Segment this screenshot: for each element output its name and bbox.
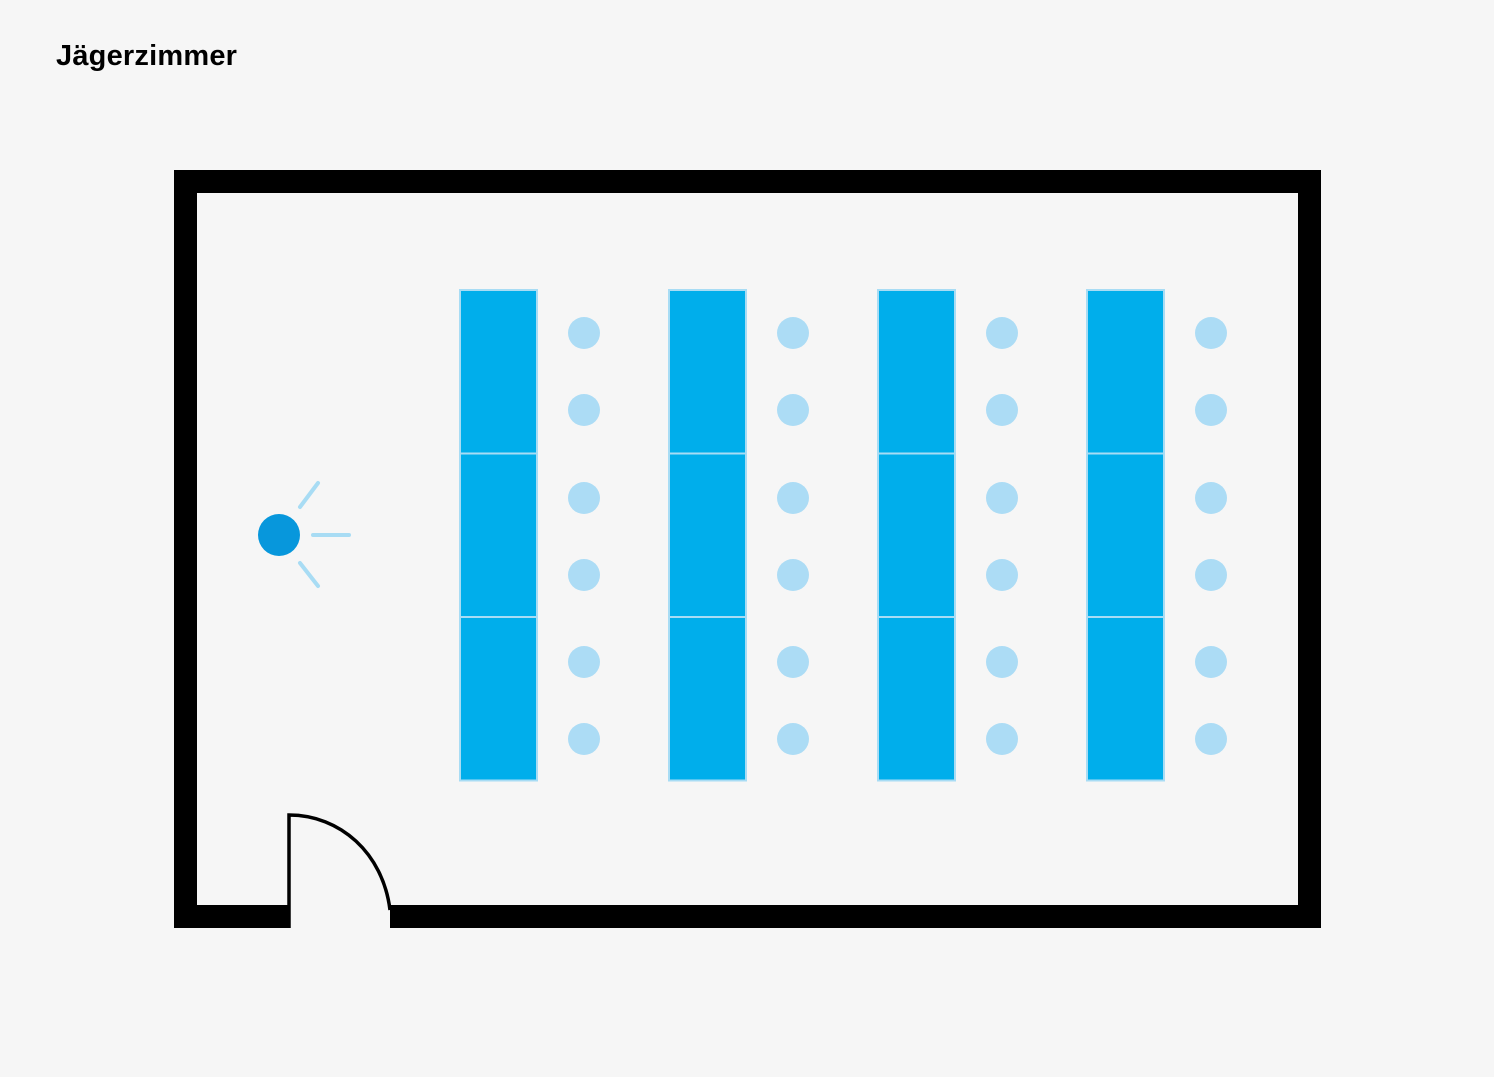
chair-icon (1195, 394, 1227, 426)
chair-icon (777, 394, 809, 426)
chair-icon (568, 394, 600, 426)
chair-icon (1195, 482, 1227, 514)
wall-right (1298, 170, 1321, 928)
chair-icon (1195, 646, 1227, 678)
chair-icon (568, 723, 600, 755)
room-title: Jägerzimmer (56, 40, 238, 72)
table-segment (459, 289, 538, 455)
speaker-ray-upper (298, 481, 320, 509)
table-segment (459, 452, 538, 618)
table-segment (668, 616, 747, 782)
seating-area (459, 289, 1227, 782)
table-segment (877, 289, 956, 455)
chair-icon (777, 482, 809, 514)
table-segment (1086, 452, 1165, 618)
table-row-2 (668, 289, 809, 782)
wall-bottom-right (390, 905, 1321, 928)
chair-icon (777, 317, 809, 349)
chair-icon (986, 394, 1018, 426)
wall-bottom-left (174, 905, 290, 928)
chair-icon (568, 559, 600, 591)
table-row-1 (459, 289, 600, 782)
speaker-position-icon (258, 481, 351, 588)
chair-icon (568, 317, 600, 349)
speaker-ray-lower (298, 561, 320, 588)
chair-icon (986, 646, 1018, 678)
chair-icon (777, 646, 809, 678)
wall-top (174, 170, 1321, 193)
chair-icon (986, 317, 1018, 349)
room-walls (174, 170, 1321, 928)
door-swing-icon (287, 813, 392, 928)
chair-icon (777, 559, 809, 591)
table-segment (877, 452, 956, 618)
wall-left (174, 170, 197, 928)
table-segment (1086, 289, 1165, 455)
chair-icon (568, 482, 600, 514)
table-row-4 (1086, 289, 1227, 782)
speaker-dot (258, 514, 300, 556)
table-segment (668, 452, 747, 618)
chair-icon (1195, 559, 1227, 591)
chair-icon (986, 559, 1018, 591)
table-row-3 (877, 289, 1018, 782)
table-segment (459, 616, 538, 782)
table-segment (877, 616, 956, 782)
table-segment (1086, 616, 1165, 782)
chair-icon (1195, 317, 1227, 349)
chair-icon (777, 723, 809, 755)
table-segment (668, 289, 747, 455)
chair-icon (986, 723, 1018, 755)
chair-icon (986, 482, 1018, 514)
chair-icon (568, 646, 600, 678)
chair-icon (1195, 723, 1227, 755)
